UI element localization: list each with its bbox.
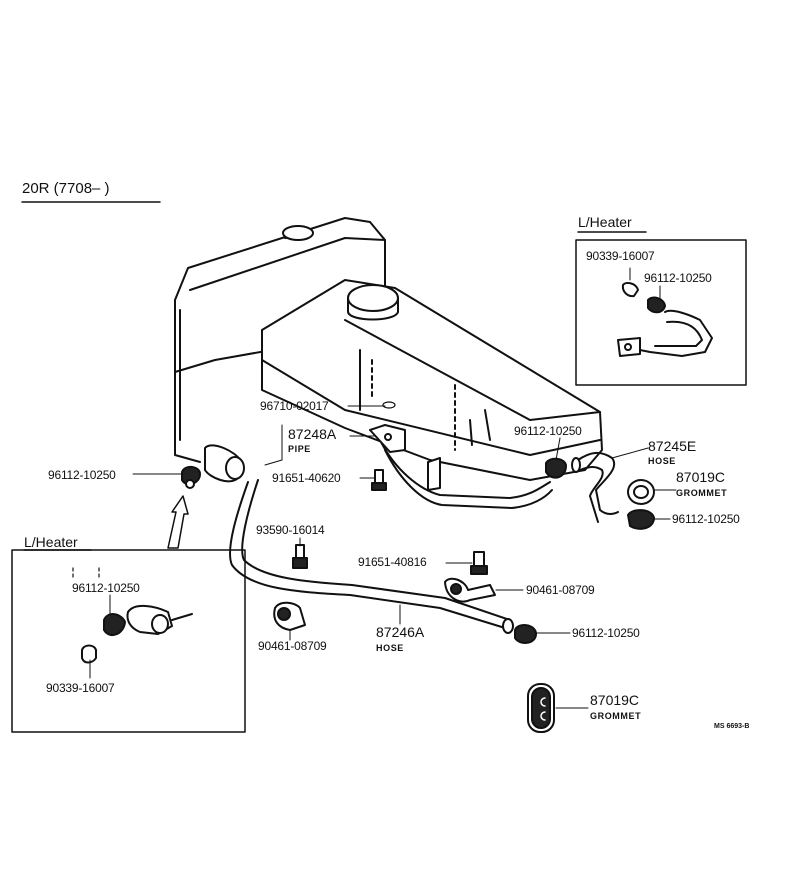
part-label-90461-08709-b: 90461-08709 <box>258 639 327 653</box>
part-label-91651-40620: 91651-40620 <box>272 471 341 485</box>
inset-bl-label-2: 90339-16007 <box>46 681 115 695</box>
pipe-87248a <box>369 424 553 509</box>
figure-code: MS 6693-B <box>714 723 750 730</box>
inset-bl-label-1: 96112-10250 <box>72 581 140 595</box>
hose-87245e <box>545 452 655 530</box>
part-label-87245e: 87245E <box>648 438 697 454</box>
leader-lines <box>89 267 677 709</box>
part-label-93590-16014: 93590-16014 <box>256 523 325 537</box>
part-label-96112-10250-c: 96112-10250 <box>672 512 740 526</box>
part-label-96112-10250-b: 96112-10250 <box>48 468 116 482</box>
bolt-91651-40816 <box>470 551 488 575</box>
part-label-90461-08709-a: 90461-08709 <box>526 583 595 597</box>
part-label-87019c-a: 87019C <box>676 469 726 485</box>
part-name-pipe: PIPE <box>288 444 311 454</box>
grommet-87019c <box>527 683 555 733</box>
part-label-96710-02017: 96710-02017 <box>260 399 329 413</box>
inset-tr-label-1: 90339-16007 <box>586 249 655 263</box>
part-name-hose-87246a: HOSE <box>376 643 404 653</box>
bolt-93590-16014 <box>292 544 308 569</box>
inset-tr-label-2: 96112-10250 <box>644 271 712 285</box>
part-label-91651-40816: 91651-40816 <box>358 555 427 569</box>
clamp-90461-08709-left <box>273 601 306 631</box>
diagram-title: 20R (7708– ) <box>22 180 110 197</box>
clamp-90461-08709-right <box>444 577 496 603</box>
inset-bottom-left <box>11 549 246 733</box>
inset-pointer-arrow <box>167 495 189 549</box>
part-label-87246a: 87246A <box>376 624 425 640</box>
outlet-fitting <box>181 444 245 489</box>
inset-top-right-title: L/Heater <box>578 214 632 230</box>
part-name-grommet-a: GROMMET <box>676 488 728 498</box>
part-name-grommet-b: GROMMET <box>590 711 642 721</box>
part-label-87248a: 87248A <box>288 426 337 442</box>
reservoir-tank-front <box>261 279 603 481</box>
part-name-hose-87245e: HOSE <box>648 456 676 466</box>
bolt-91651-40620 <box>371 469 387 491</box>
hose-87246a <box>229 479 537 644</box>
part-label-96112-10250-a: 96112-10250 <box>514 424 582 438</box>
part-label-96112-10250-d: 96112-10250 <box>572 626 640 640</box>
inset-top-right <box>575 231 747 386</box>
part-label-87019c-b: 87019C <box>590 692 640 708</box>
inset-bottom-left-title: L/Heater <box>24 534 78 550</box>
